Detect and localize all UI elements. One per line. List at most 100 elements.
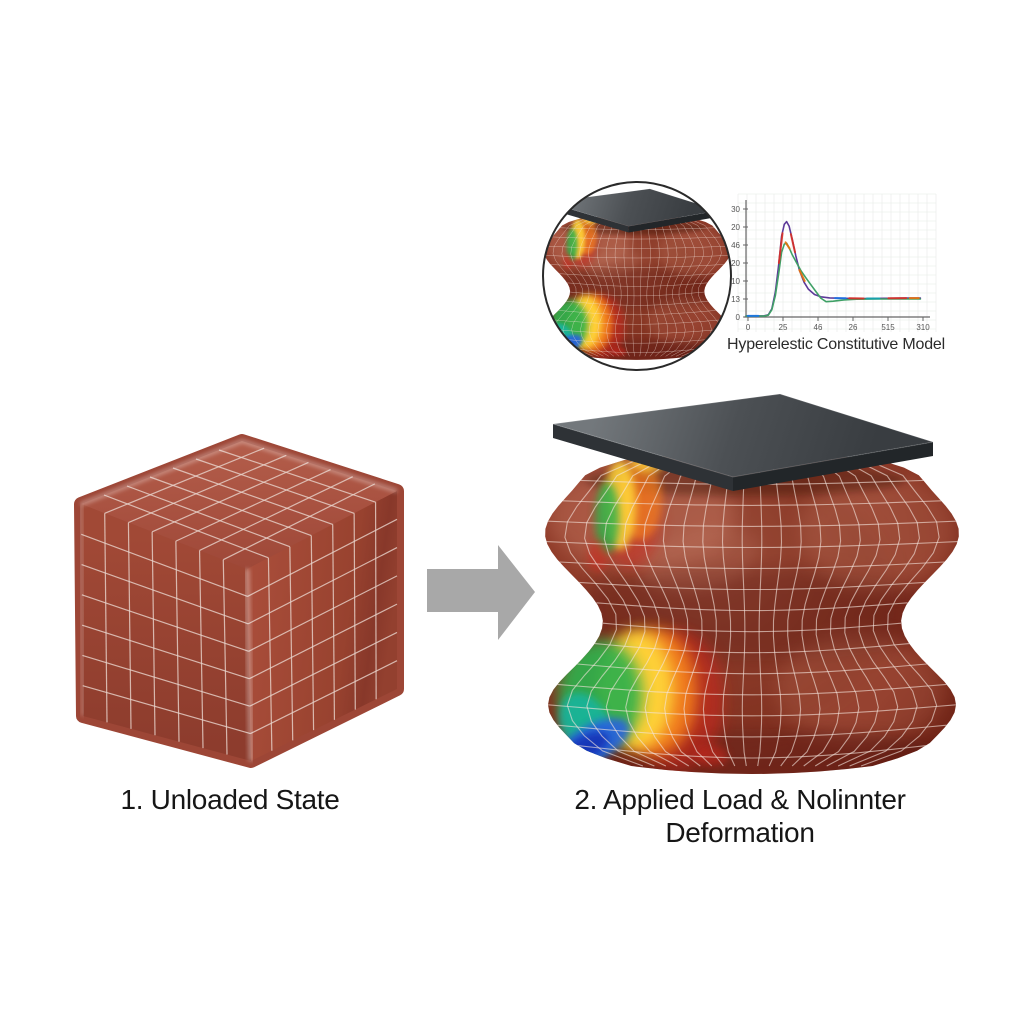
grid-line [223,483,376,561]
mesh-line [602,622,902,633]
tick-label: 13 [731,295,740,304]
grid-line [353,513,356,710]
grid-line [149,476,312,537]
grid-line [128,454,287,524]
mesh-line [577,745,927,759]
mesh-line [768,459,783,767]
stress-patch [775,635,945,745]
tick-label: 515 [881,323,895,332]
grid-line [249,631,398,707]
series-color-segment [789,233,796,254]
step1-label: 1. Unloaded State [120,784,340,815]
mesh-line [577,663,927,675]
inset-cube-preview [543,189,732,363]
mesh-line [757,459,763,767]
step2-label-line1: 2. Applied Load & Nolinnter [574,784,906,815]
cube-front-edge-highlight [244,568,254,762]
chart-title: Hyperelestic Constitutive Model [727,336,945,353]
grid-line [175,541,180,742]
tick-label: 20 [731,259,740,268]
grid-line [267,557,273,751]
mesh-line [702,459,724,767]
plate-right-side [733,442,933,491]
plate-left-side [553,424,733,491]
tick-label: 26 [849,323,858,332]
mesh-line [584,459,655,767]
mesh-line [826,459,881,767]
deformed-body-detail [545,453,959,774]
mesh-line [791,459,822,767]
grid-line [310,535,315,731]
mesh-line [860,459,940,767]
mesh-line [741,459,747,767]
grid-line [151,461,309,533]
grid-line [82,685,251,735]
grid-line [195,458,355,514]
grid-line [104,513,108,723]
grid-line [247,518,398,597]
grid-line [250,660,398,735]
grid-line [81,624,250,680]
mesh-line [682,459,713,767]
deformed-body [545,453,959,774]
mesh-line [721,459,736,767]
grid-line [81,594,249,652]
cube-mesh-grid [81,447,398,755]
grid-line [247,547,398,625]
grid-line [81,564,249,625]
mesh-line [643,459,690,767]
tick-label: 10 [731,277,740,286]
grid-line [249,603,398,680]
mesh-line [837,459,901,767]
mesh-line [557,683,947,696]
tick-label: 0 [736,313,741,322]
tick-label: 46 [731,241,740,250]
tick-label: 46 [814,323,823,332]
mesh-line [547,520,957,527]
inset-detail-circle [542,181,732,371]
grid-line [198,550,204,749]
mesh-line [564,459,644,767]
grid-line [248,575,398,652]
series-color-segment [777,232,784,264]
cube-right-face [247,491,397,761]
grid-line [218,449,376,503]
series-color-segment [784,241,791,250]
grid-line [332,524,336,720]
grid-line [199,476,353,551]
transform-arrow-icon [427,545,535,640]
grid-line [172,467,333,525]
tick-label: 20 [731,223,740,232]
compression-plate [552,393,934,491]
grid-line [104,447,265,514]
cube-top-edge-highlight [80,438,398,506]
series-color-segment [798,269,806,282]
mesh-line [557,724,947,738]
grid-line [289,546,294,741]
grid-line [81,533,248,597]
grid-line [151,531,156,736]
stress-patch [595,482,619,554]
stress-patch [800,470,959,590]
mesh-line [623,459,678,767]
tick-label: 0 [746,323,751,332]
series-line [745,242,922,317]
mesh-line [579,581,925,591]
mesh-line [662,459,701,767]
mesh-line [559,561,945,570]
mesh-line [849,459,920,767]
tick-label: 30 [731,205,740,214]
tick-label: 310 [916,323,930,332]
mesh-line [562,500,942,506]
grid-line [127,522,132,729]
mesh-line [603,459,667,767]
mesh-line [596,602,908,612]
grid-line [222,559,228,755]
cube-top-face [81,441,397,569]
mesh-line [594,643,910,654]
cube-left-edge-highlight [79,503,85,717]
